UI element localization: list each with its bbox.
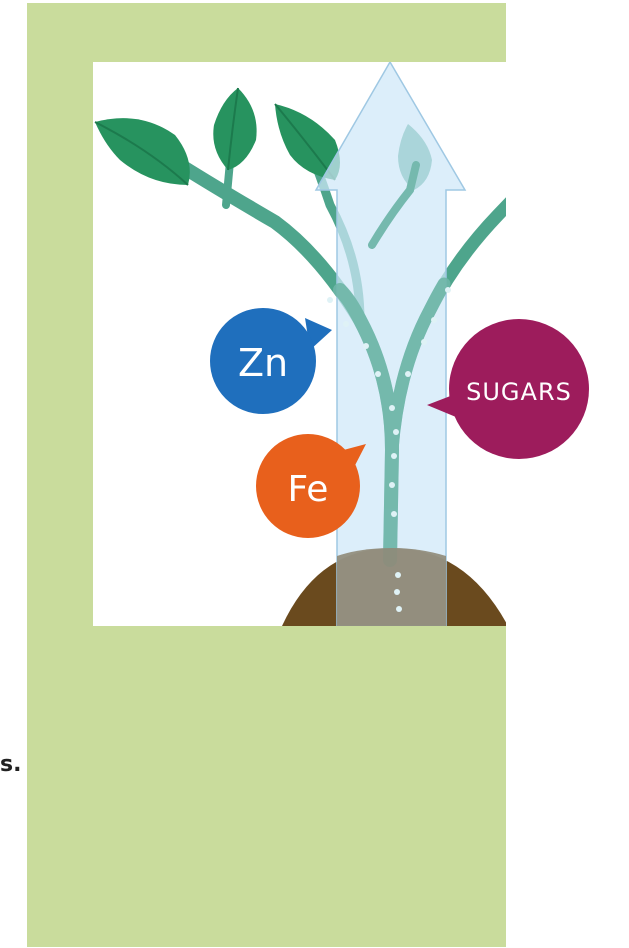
leaf-right xyxy=(507,125,596,230)
soil-in-arrow xyxy=(337,548,446,626)
frame-left xyxy=(27,62,93,626)
zinc-label: Zn xyxy=(238,341,288,385)
cut-off-text: s. xyxy=(0,752,21,777)
iron-label: Fe xyxy=(288,469,329,510)
sugars-label: SUGARS xyxy=(466,378,572,406)
frame-bottom xyxy=(27,626,506,947)
frame-top xyxy=(27,3,506,62)
